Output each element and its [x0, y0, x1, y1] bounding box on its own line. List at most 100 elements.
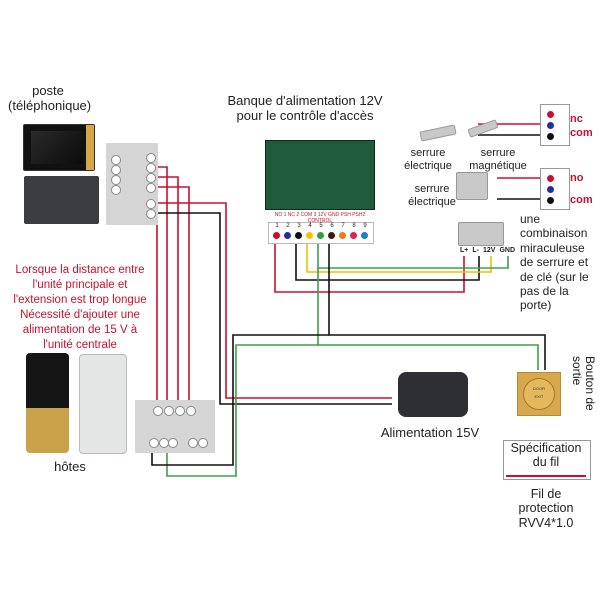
- label-line: électrique: [408, 195, 456, 208]
- wire-push-green: [166, 268, 319, 477]
- label-line: protection: [518, 501, 574, 516]
- electric-lock-1-label: serrure électrique: [396, 147, 460, 172]
- terminal-dot: [339, 232, 346, 239]
- wire-spec-label: Spécification du fil: [503, 441, 589, 470]
- contact-dot: [547, 175, 554, 182]
- door-text: DOOR: [533, 386, 545, 391]
- terminal-dot: [361, 232, 368, 239]
- label-line: Banque d'alimentation 12V: [227, 93, 383, 108]
- label-line: de serrure et: [520, 255, 589, 270]
- label-line: Nécessité d'ajouter une: [20, 308, 140, 321]
- nc-label: nc: [570, 113, 583, 125]
- indoor-station-label: poste (téléphonique): [8, 83, 92, 114]
- outdoor-station-label: hôtes: [54, 459, 86, 474]
- terminal-pin: [153, 406, 163, 416]
- contact-dot: [547, 197, 554, 204]
- wire-spec-box: [503, 440, 591, 480]
- adapter-15v-label: Alimentation 15V: [380, 425, 480, 440]
- com-label-2: com: [570, 194, 593, 206]
- label-line: pas de la: [520, 283, 569, 298]
- terminal-dot: [328, 232, 335, 239]
- terminal-pin: [146, 173, 156, 183]
- wire-15v: [150, 202, 392, 399]
- terminal-label: 12V: [482, 247, 496, 254]
- contact-dot: [547, 133, 554, 140]
- wire-15v-gnd: [150, 212, 392, 405]
- label-line: pour le contrôle d'accès: [236, 107, 374, 123]
- exit-button-image: DOOR EXIT: [517, 372, 561, 416]
- terminal-pin: [146, 183, 156, 193]
- intercom-terminal-block: [106, 143, 158, 225]
- terminal-label: L+: [460, 247, 469, 254]
- terminal-dot: [273, 232, 280, 239]
- contact-dot: [547, 111, 554, 118]
- terminal-label: L-: [472, 247, 479, 254]
- electric-lock-2-label: serrure électrique: [404, 183, 460, 208]
- terminal-pin: [111, 185, 121, 195]
- terminal-number: 6: [330, 223, 334, 229]
- outdoor-panel-front: [26, 353, 69, 453]
- label-line: du fil: [532, 455, 560, 470]
- outdoor-junction-box: [135, 400, 215, 453]
- label-line: électrique: [404, 159, 452, 172]
- label-line: alimentation de 15 V à: [22, 323, 138, 336]
- label-line: serrure: [414, 183, 450, 195]
- label-line: serrure: [480, 147, 516, 159]
- combo-lock-image: [458, 222, 504, 246]
- label-line: Bouton de: [583, 356, 597, 411]
- label-line: (téléphonique): [8, 97, 92, 113]
- outdoor-panel-back: [79, 354, 127, 454]
- exit-button-label: Bouton de sortie: [570, 356, 597, 428]
- label-line: l'unité centrale: [43, 338, 117, 351]
- terminal-pin: [188, 438, 198, 448]
- no-label: no: [570, 172, 584, 184]
- terminal-number: 7: [341, 223, 345, 229]
- terminal-pin: [164, 406, 174, 416]
- adapter-15v-image: [398, 372, 468, 417]
- label-line: Lorsque la distance entre: [15, 264, 145, 276]
- terminal-label: GND: [499, 247, 516, 254]
- label-line: Fil de: [530, 487, 562, 501]
- combo-terminal-labels: L+ L- 12V GND: [460, 247, 515, 254]
- terminal-dot: [317, 232, 324, 239]
- terminal-dot: [295, 232, 302, 239]
- combo-lock-label: une combinaison miraculeuse de serrure e…: [520, 212, 589, 313]
- terminal-pin: [186, 406, 196, 416]
- wire-type-label: Fil de protection RVV4*1.0: [503, 487, 589, 530]
- label-line: porte): [520, 298, 552, 313]
- terminal-number: 5: [319, 223, 323, 229]
- terminal-dot: [284, 232, 291, 239]
- terminal-pin: [146, 209, 156, 219]
- label-line: une: [520, 212, 541, 226]
- terminal-pin: [198, 438, 208, 448]
- label-line: miraculeuse: [520, 240, 585, 255]
- warning-note: Lorsque la distance entre l'unité princi…: [4, 263, 156, 353]
- label-line: RVV4*1.0: [518, 515, 574, 530]
- electric-lock-2-image: [456, 172, 488, 200]
- label-line: l'unité principale et: [32, 278, 128, 291]
- power-supply-board: [265, 140, 375, 210]
- label-line: magnétique: [469, 159, 527, 172]
- wire-exit-green: [318, 344, 539, 370]
- contact-dot: [547, 122, 554, 129]
- terminal-pin: [146, 199, 156, 209]
- terminal-pin: [168, 438, 178, 448]
- label-line: de clé (sur le: [520, 269, 589, 284]
- monitor-bezel: [86, 125, 94, 170]
- label-line: serrure: [410, 147, 446, 159]
- label-line: Spécification: [510, 441, 582, 455]
- label-line: combinaison: [520, 226, 588, 241]
- terminal-number: 3: [297, 223, 301, 229]
- terminal-dot: [306, 232, 313, 239]
- indoor-monitor-front: [23, 124, 95, 171]
- wire-spec-sample-line: [506, 475, 586, 477]
- terminal-pin: [146, 153, 156, 163]
- terminal-pin: [146, 163, 156, 173]
- magnetic-lock-label: serrure magnétique: [462, 147, 534, 172]
- com-label-1: com: [570, 127, 593, 139]
- wire-video: [150, 176, 179, 400]
- wire-junction-black: [151, 334, 329, 466]
- terminal-dot: [350, 232, 357, 239]
